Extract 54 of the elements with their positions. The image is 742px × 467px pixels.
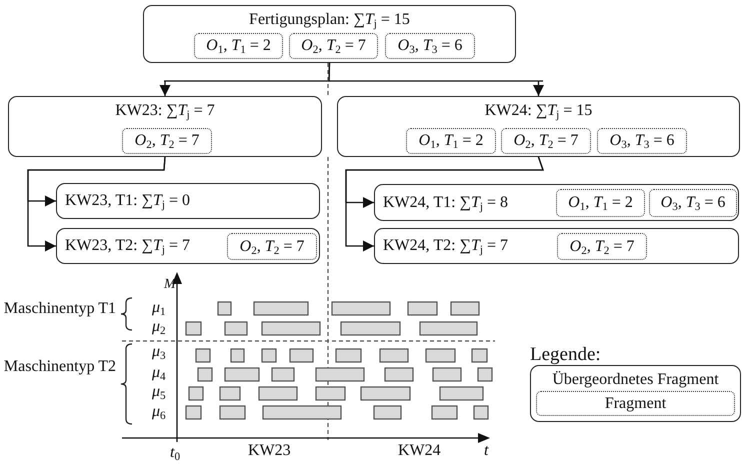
row-label: μ$_{6}$ [152, 403, 166, 421]
axis-label: KW24 [398, 442, 441, 460]
legend-title: Legende: [530, 345, 601, 366]
legend-label: Übergeordnetes Fragment [551, 371, 720, 389]
row-label: μ$_{4}$ [152, 364, 166, 382]
plan-box [337, 96, 740, 157]
group-label: Maschinentyp T1 [2, 299, 118, 318]
fragment-box [385, 33, 475, 59]
arrow [328, 62, 544, 96]
arrow [27, 156, 166, 252]
row-label: μ$_{1}$ [152, 299, 166, 317]
plan-box [374, 184, 739, 221]
fragment-box [406, 128, 496, 154]
plan-heading: KW23, T2: ∑T$_{j}$ = 7 [65, 237, 190, 255]
fragment-box [649, 189, 737, 217]
row-label: μ$_{5}$ [152, 383, 166, 401]
legend-label: Fragment [604, 394, 666, 412]
plan-heading: KW23: ∑T$_{j}$ = 7 [114, 102, 216, 120]
row-label: μ$_{3}$ [152, 343, 166, 361]
plan-heading: KW24, T1: ∑T$_{j}$ = 8 [383, 194, 508, 212]
plan-box [56, 183, 320, 219]
axis-label: t$_{0}$ [170, 444, 180, 462]
fragment-label: O$_{1}$, T$_{1}$ = 2 [568, 194, 633, 212]
plan-box [8, 96, 322, 157]
plan-heading: KW24, T2: ∑T$_{j}$ = 7 [383, 237, 508, 255]
fragment-box [597, 128, 687, 154]
plan-heading: KW23, T1: ∑T$_{j}$ = 0 [65, 192, 190, 210]
fragment-label: O$_{3}$, T$_{3}$ = 6 [660, 194, 726, 212]
fragment-box [227, 233, 317, 260]
axis-label: t [484, 442, 488, 460]
plan-heading: KW24: ∑T$_{j}$ = 15 [484, 102, 594, 120]
fragment-label: O$_{2}$, T$_{2}$ = 7 [240, 238, 304, 256]
fragment-label: O$_{2}$, T$_{2}$ = 7 [570, 238, 634, 256]
fragment-box [556, 189, 645, 217]
fragment-label: O$_{1}$, T$_{1}$ = 2 [206, 37, 271, 55]
fragment-label: O$_{2}$, T$_{2}$ = 7 [514, 132, 578, 150]
row-label: μ$_{2}$ [152, 318, 166, 336]
fragment-label: O$_{2}$, T$_{2}$ = 7 [301, 37, 366, 55]
plan-box [374, 228, 739, 264]
plan-box [56, 228, 320, 264]
fragment-box [289, 33, 378, 59]
arrow [345, 156, 544, 252]
axis-label: KW23 [248, 442, 291, 460]
fragment-label: O$_{3}$, T$_{3}$ = 6 [610, 132, 674, 150]
group-label: Maschinentyp T2 [2, 357, 118, 376]
fragment-box [122, 128, 212, 154]
fragment-box [194, 33, 283, 59]
fragment-label: O$_{3}$, T$_{3}$ = 6 [398, 37, 462, 55]
plan-heading: Fertigungsplan: ∑T$_{j}$ = 15 [248, 11, 411, 29]
fragment-box [557, 233, 647, 260]
fragment-label: O$_{2}$, T$_{2}$ = 7 [134, 132, 200, 150]
fragment-box [501, 128, 591, 154]
fragment-label: O$_{1}$, T$_{1}$ = 2 [418, 132, 484, 150]
plan-box [143, 5, 516, 63]
